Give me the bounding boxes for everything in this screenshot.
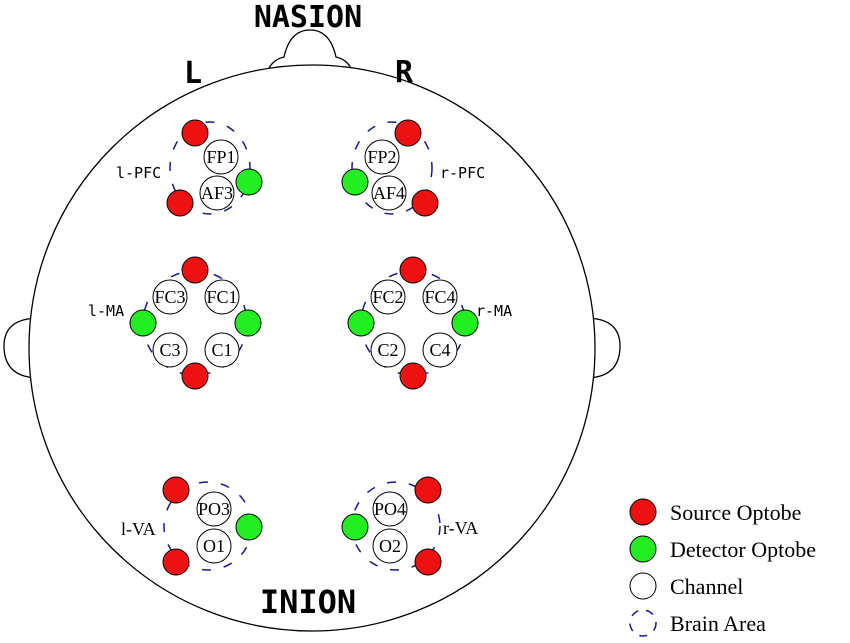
region-r-va: PO4 O2 r-VA <box>341 476 478 576</box>
source-optode <box>181 119 209 147</box>
channel <box>196 528 232 564</box>
detector-optode <box>234 309 262 337</box>
legend-item-brain-area: Brain Area <box>629 609 766 637</box>
region-label: l-PFC <box>116 164 161 182</box>
legend-label: Source Optobe <box>670 500 801 525</box>
channel-label: C1 <box>211 340 232 360</box>
region-l-va: PO3 O1 l-VA <box>121 476 263 576</box>
channel <box>199 175 235 211</box>
brain-area-swatch <box>629 609 657 637</box>
source-optode <box>162 476 190 504</box>
brain-area-outline <box>169 121 251 215</box>
region-r-ma: FC2 FC4 C2 C4 r-MA <box>347 256 512 390</box>
region-l-pfc: FP1 AF3 l-PFC <box>116 119 263 217</box>
head-outline <box>3 29 621 632</box>
channel-swatch <box>629 572 657 600</box>
legend-item-source: Source Optobe <box>629 498 801 526</box>
channel <box>371 175 407 211</box>
channel-label: FC3 <box>154 287 185 307</box>
detector-optode <box>451 309 479 337</box>
channel-label: FC4 <box>424 287 455 307</box>
legend-item-detector: Detector Optobe <box>629 535 816 563</box>
source-optode <box>414 548 442 576</box>
source-optode <box>399 256 427 284</box>
channel <box>196 491 232 527</box>
source-optode <box>399 362 427 390</box>
channel-label: PO4 <box>374 499 406 519</box>
channel-label: FC1 <box>206 287 237 307</box>
region-l-ma: FC3 FC1 C3 C1 l-MA <box>88 256 262 390</box>
region-label: r-VA <box>443 518 478 538</box>
detector-optode <box>235 513 263 541</box>
channel <box>422 279 458 315</box>
inion-label: INION <box>260 583 356 621</box>
source-optode <box>394 119 422 147</box>
source-optode <box>414 476 442 504</box>
source-optode <box>181 362 209 390</box>
channel <box>152 332 188 368</box>
channel-label: FC2 <box>372 287 403 307</box>
channel-label: FP2 <box>367 147 396 167</box>
channel-label: C4 <box>429 340 450 360</box>
source-optode <box>166 189 194 217</box>
legend-item-channel: Channel <box>629 572 743 600</box>
detector-optode <box>341 168 369 196</box>
head-circle <box>28 64 596 632</box>
source-optode <box>162 548 190 576</box>
legend: Source Optobe Detector Optobe Channel Br… <box>629 498 816 637</box>
channel-label: FP1 <box>206 147 235 167</box>
channel <box>422 332 458 368</box>
source-optode <box>411 189 439 217</box>
region-r-pfc: FP2 AF4 r-PFC <box>341 119 485 217</box>
region-label: l-MA <box>88 302 124 320</box>
region-label: r-PFC <box>440 164 485 182</box>
detector-optode <box>129 309 157 337</box>
legend-label: Channel <box>670 574 743 599</box>
channel <box>203 139 239 175</box>
left-label: L <box>184 56 202 91</box>
detector-swatch <box>629 535 657 563</box>
channel-label: PO3 <box>198 499 230 519</box>
detector-optode <box>347 309 375 337</box>
channel <box>204 332 240 368</box>
channel <box>204 279 240 315</box>
channel <box>370 279 406 315</box>
legend-label: Detector Optobe <box>670 537 816 562</box>
detector-optode <box>341 513 369 541</box>
channel-label: C3 <box>159 340 180 360</box>
channel <box>364 139 400 175</box>
nasion-label: NASION <box>254 0 362 35</box>
brain-area-outline <box>351 121 433 215</box>
source-optode <box>181 256 209 284</box>
channel <box>152 279 188 315</box>
channel-label: AF3 <box>201 183 233 203</box>
channel <box>372 528 408 564</box>
channel <box>372 491 408 527</box>
source-swatch <box>629 498 657 526</box>
detector-optode <box>235 168 263 196</box>
region-label: r-MA <box>476 302 512 320</box>
channel <box>370 332 406 368</box>
region-label: l-VA <box>121 519 156 539</box>
channel-label: C2 <box>377 340 398 360</box>
channel-label: O1 <box>203 536 225 556</box>
channel-label: AF4 <box>373 183 405 203</box>
right-label: R <box>395 55 414 90</box>
legend-label: Brain Area <box>670 611 766 636</box>
nose <box>265 29 355 77</box>
channel-label: O2 <box>379 536 401 556</box>
